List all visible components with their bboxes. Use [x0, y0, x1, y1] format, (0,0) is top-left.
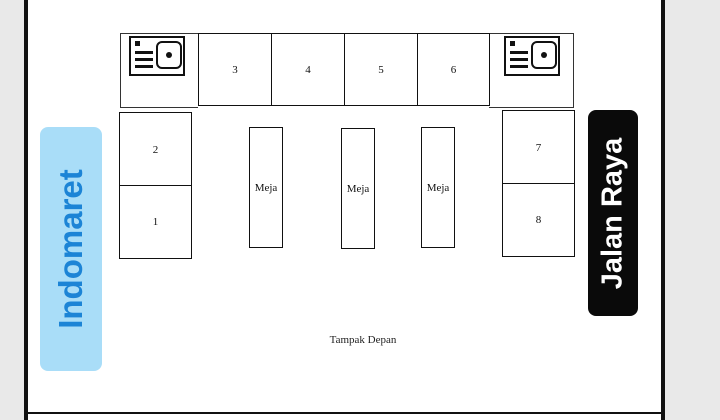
- stall-6: 6: [417, 33, 490, 106]
- stall-7: 7: [502, 110, 575, 185]
- stall-5: 5: [344, 33, 418, 106]
- sink-icon: [504, 36, 560, 76]
- label-indomaret: Indomaret: [40, 127, 102, 371]
- label-jalan-raya: Jalan Raya: [588, 110, 638, 316]
- stall-8: 8: [502, 183, 575, 257]
- stall-2: 2: [119, 112, 192, 187]
- counter-outline-bottom-right: [489, 107, 574, 108]
- table-2: Meja: [341, 128, 375, 249]
- stall-3: 3: [198, 33, 272, 106]
- stall-1: 1: [119, 185, 192, 259]
- bottom-frame-line: [28, 412, 661, 414]
- left-frame-line: [24, 0, 28, 420]
- label-jalan-raya-text: Jalan Raya: [596, 137, 629, 289]
- counter-outline-right: [573, 33, 574, 108]
- table-1: Meja: [249, 127, 283, 248]
- right-edge-strip: [665, 0, 720, 420]
- counter-outline-bottom-left: [120, 107, 198, 108]
- stall-4: 4: [271, 33, 345, 106]
- left-edge-strip: [0, 0, 24, 420]
- table-3: Meja: [421, 127, 455, 248]
- right-frame-line: [661, 0, 665, 420]
- label-indomaret-text: Indomaret: [52, 169, 89, 329]
- counter-outline-left: [120, 33, 121, 108]
- caption-front-view: Tampak Depan: [329, 334, 397, 346]
- sink-icon: [129, 36, 185, 76]
